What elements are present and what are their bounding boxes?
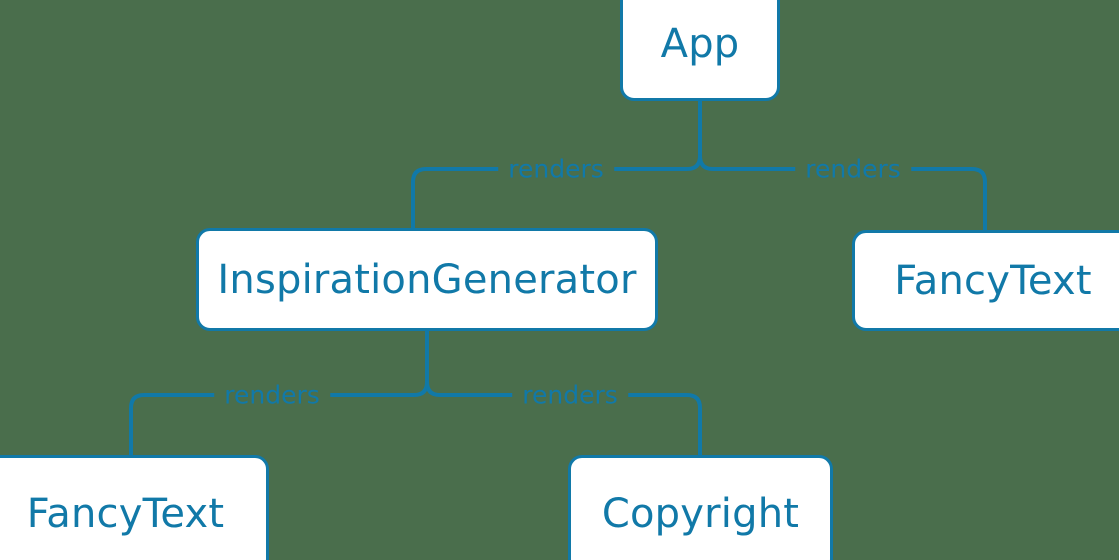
edge-app-to-inspiration [411,154,702,230]
node-inspirationgenerator[interactable]: InspirationGenerator [196,228,658,331]
edge-label-app-renders-fancytext: renders [795,154,911,184]
node-app[interactable]: App [620,0,780,101]
edge-app-to-fancytext [698,154,987,232]
edge-inspiration-to-fancytext [129,380,429,457]
edge-inspiration-to-copyright [425,380,702,457]
node-copyright[interactable]: Copyright [568,455,833,560]
edge-label-inspirationgenerator-renders-fancytext: renders [214,380,330,410]
node-fancytext-bottom[interactable]: FancyText [0,455,269,560]
node-fancytext-right[interactable]: FancyText [852,230,1119,331]
node-fancytext-right-label: FancyText [894,257,1092,304]
node-inspirationgenerator-label: InspirationGenerator [217,256,637,303]
edge-label-inspirationgenerator-renders-copyright: renders [512,380,628,410]
node-fancytext-bottom-label: FancyText [26,491,225,537]
node-copyright-label: Copyright [601,491,800,537]
edge-label-app-renders-inspirationgenerator: renders [498,154,614,184]
node-app-label: App [660,20,740,67]
